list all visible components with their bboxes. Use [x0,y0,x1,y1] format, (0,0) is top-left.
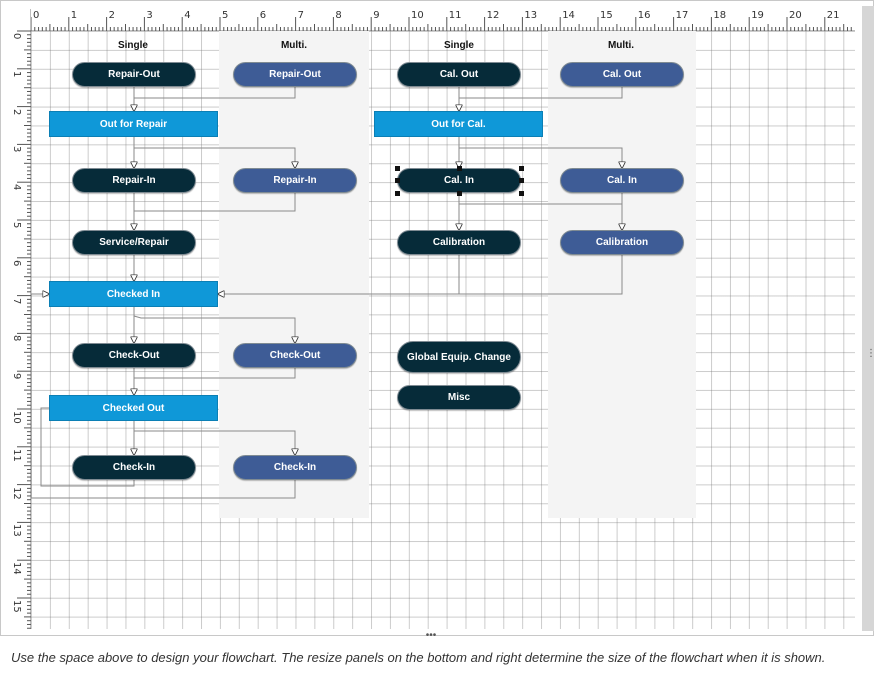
ruler-label: 1 [11,70,22,78]
ruler-label: 13 [11,524,22,538]
ruler-label: 10 [11,411,22,424]
checked-in-status[interactable]: Checked In [49,281,218,307]
help-text: Use the space above to design your flowc… [11,650,826,665]
ruler-ticks-vertical [17,30,31,629]
ruler-label: 3 [11,146,22,153]
ruler-label: 13 [524,10,538,21]
ruler-label: 3 [146,10,153,21]
lane-header-cal-multi: Multi. [607,40,635,51]
calibration-multi-node[interactable]: Calibration [560,230,684,255]
global-equip-change-node[interactable]: Global Equip. Change [397,341,521,373]
ruler-label: 2 [11,108,22,115]
ruler-label: 12 [11,486,22,500]
ellipsis-horizontal-icon[interactable]: ••• [425,630,437,641]
bottom-resize-panel[interactable]: ••• [0,631,862,641]
selection-handle-w[interactable] [395,178,400,183]
connector-lines [31,87,855,499]
cal-in-single-node[interactable]: Cal. In [397,168,521,193]
ruler-label: 20 [789,10,802,21]
calibration-single-node[interactable]: Calibration [397,230,521,255]
ruler-label: 19 [751,10,764,21]
ruler-label: 4 [11,184,22,191]
ruler-label: 0 [11,33,22,40]
cal-out-multi-node[interactable]: Cal. Out [560,62,684,87]
ruler-label: 11 [448,10,462,21]
repair-in-single-node[interactable]: Repair-In [72,168,196,193]
ruler-label: 4 [184,10,191,21]
ruler-label: 1 [70,10,78,21]
ruler-label: 5 [11,222,22,229]
ruler-label: 10 [411,10,424,21]
selection-handle-nw[interactable] [395,166,400,171]
ruler-label: 9 [11,373,22,380]
ruler-label: 15 [11,600,22,613]
ellipsis-vertical-icon[interactable]: ⋮ [866,348,874,359]
selection-handle-se[interactable] [519,191,524,196]
selection-handle-e[interactable] [519,178,524,183]
selection-handle-s[interactable] [457,191,462,196]
check-out-single-node[interactable]: Check-Out [72,343,196,368]
ruler-label: 16 [637,10,651,21]
ruler-label: 17 [675,10,689,21]
ruler-label: 6 [11,259,22,267]
ruler-label: 18 [713,10,727,21]
ruler-label: 0 [33,10,40,21]
cal-out-single-node[interactable]: Cal. Out [397,62,521,87]
ruler-label: 21 [826,10,840,21]
selection-handle-sw[interactable] [395,191,400,196]
ruler-label: 14 [11,562,22,575]
ruler-label: 8 [11,335,22,342]
selection-handle-n[interactable] [457,166,462,171]
repair-out-multi-node[interactable]: Repair-Out [233,62,357,87]
ruler-label: 15 [600,10,613,21]
repair-out-single-node[interactable]: Repair-Out [72,62,196,87]
ruler-label: 8 [335,10,342,21]
lane-header-repair-single: Single [117,40,148,51]
selection-handle-ne[interactable] [519,166,524,171]
lane-header-cal-single: Single [443,40,474,51]
service-repair-node[interactable]: Service/Repair [72,230,196,255]
flowchart-canvas[interactable]: Single Multi. Single Multi. [31,31,855,629]
misc-node[interactable]: Misc [397,385,521,410]
lane-repair-multi [219,31,369,518]
check-in-single-node[interactable]: Check-In [72,455,196,480]
ruler-label: 7 [297,10,304,21]
ruler-label: 5 [222,10,229,21]
ruler-label: 12 [486,10,500,21]
ruler-label: 6 [259,10,267,21]
out-for-repair-status[interactable]: Out for Repair [49,111,218,137]
lane-header-repair-multi: Multi. [280,40,308,51]
ruler-label: 9 [373,10,380,21]
check-out-multi-node[interactable]: Check-Out [233,343,357,368]
cal-in-multi-node[interactable]: Cal. In [560,168,684,193]
check-in-multi-node[interactable]: Check-In [233,455,357,480]
ruler-label: 2 [108,10,115,21]
ruler-ticks-horizontal [30,17,852,31]
ruler-label: 14 [562,10,575,21]
ruler-label: 7 [11,297,22,304]
repair-in-multi-node[interactable]: Repair-In [233,168,357,193]
checked-out-status[interactable]: Checked Out [49,395,218,421]
ruler-label: 11 [11,448,22,462]
out-for-cal-status[interactable]: Out for Cal. [374,111,543,137]
right-resize-panel[interactable]: ⋮ [862,6,874,631]
